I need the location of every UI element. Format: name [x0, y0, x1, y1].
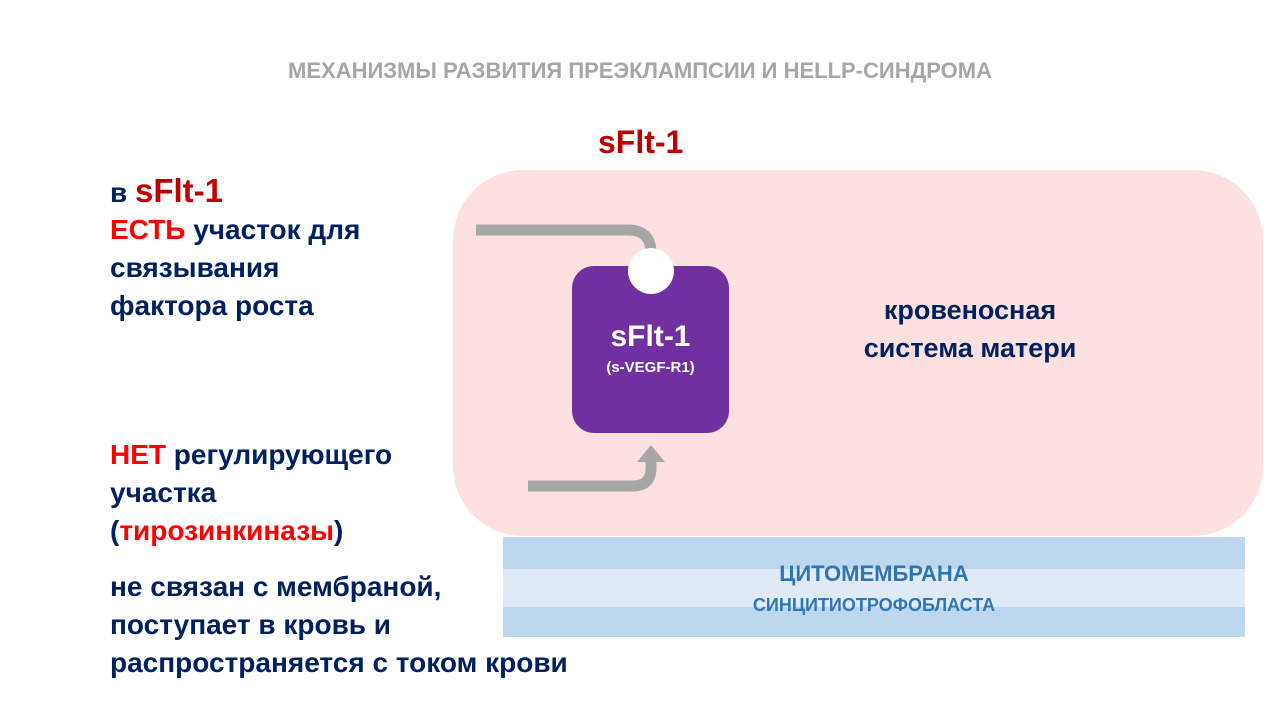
has-binding-site-text: ЕСТЬ участок для связывания фактора рост… [110, 211, 360, 325]
no-open-paren: ( [110, 515, 120, 546]
outgoing-arrowhead [637, 445, 665, 462]
free-circulation-text: не связан с мембраной, поступает в кровь… [110, 568, 568, 682]
has-line3: фактора роста [110, 290, 314, 321]
no-regulatory-site-text: НЕТ регулирующего участка (тирозинкиназы… [110, 436, 392, 550]
blood-label-line2: система матери [863, 333, 1077, 363]
no-line1: регулирующего [173, 439, 393, 470]
top-label: sFlt-1 [598, 124, 684, 160]
binding-site-notch [628, 248, 674, 294]
membrane-band-middle [503, 569, 1245, 607]
membrane-sublabel: СИНЦИТИОТРОФОБЛАСТА [752, 595, 996, 615]
no-word: НЕТ [110, 439, 166, 470]
membrane-band-top [503, 537, 1245, 569]
blood-label-line1: кровеносная [883, 295, 1057, 325]
cytomembrane: ЦИТОМЕМБРАНА СИНЦИТИОТРОФОБЛАСТА [503, 537, 1245, 637]
outgoing-arrow-shaft [528, 462, 657, 492]
has-line2: связывания [110, 252, 280, 283]
membrane-label: ЦИТОМЕМБРАНА [779, 561, 969, 586]
protein-name: sFlt-1 [610, 320, 691, 353]
intro-sflt1: sFlt-1 [135, 172, 224, 209]
incoming-arrow-shaft [476, 224, 657, 262]
intro-prefix: в [110, 177, 128, 208]
free-line2: поступает в кровь и [110, 609, 392, 640]
free-line3: распространяется с током крови [110, 647, 568, 678]
intro-line: в sFlt-1 [110, 172, 223, 212]
blood-system-label: кровеносная система матери [790, 291, 1150, 367]
slide-title: МЕХАНИЗМЫ РАЗВИТИЯ ПРЕЭКЛАМПСИИ И HELLP-… [288, 58, 992, 83]
tyrosine-kinase: тирозинкиназы [119, 515, 335, 546]
has-line1: участок для [193, 214, 361, 245]
protein-subname: (s-VEGF-R1) [606, 359, 695, 376]
no-close-paren: ) [334, 515, 344, 546]
has-word: ЕСТЬ [110, 214, 186, 245]
membrane-band-bottom [503, 607, 1245, 637]
free-line1: не связан с мембраной, [110, 571, 442, 602]
no-line2: участка [110, 477, 217, 508]
